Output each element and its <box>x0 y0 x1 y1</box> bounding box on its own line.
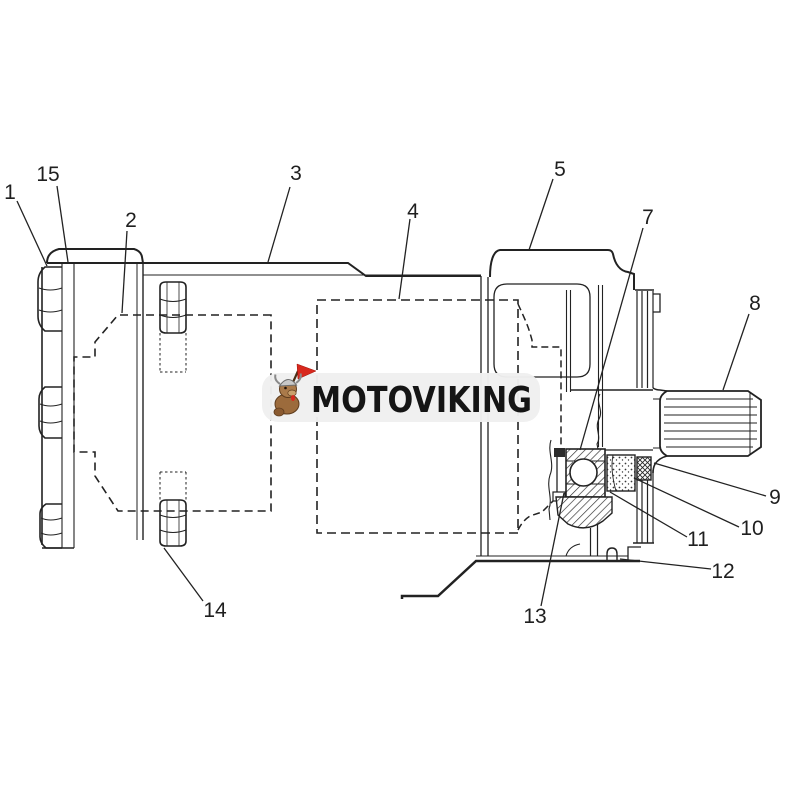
logo-dog-eye <box>284 386 287 390</box>
logo-dog-tongue <box>291 395 295 401</box>
flange-band-lower <box>636 470 654 543</box>
flange-bolt-bottom <box>39 503 63 549</box>
stud-nut-top-outline <box>159 281 187 334</box>
shaft-bore-lines-left <box>565 290 572 392</box>
foot-right-step <box>627 546 641 561</box>
stud-nut-bottom-corners <box>166 500 180 546</box>
foot-bottom-outline <box>400 559 640 599</box>
callout-12-label: 12 <box>711 560 734 583</box>
callout-1-label: 1 <box>4 181 16 204</box>
callout-4-leader <box>398 218 411 300</box>
watermark: MOTOVIKING <box>262 363 540 422</box>
callout-11-label: 11 <box>687 528 709 551</box>
callout-15-label: 15 <box>36 163 59 186</box>
foot-slot <box>606 547 618 561</box>
callout-leaders <box>16 178 767 607</box>
logo-helmet-horn-left <box>274 374 281 385</box>
callout-9-label: 9 <box>769 486 781 509</box>
callout-14-label: 14 <box>203 599 227 622</box>
seal-cage-curve <box>611 454 617 492</box>
callout-numbers: 1 2 3 4 5 7 8 9 10 11 12 13 14 15 <box>4 158 781 628</box>
logo-dog-leg <box>273 407 285 417</box>
callout-12-leader <box>619 558 712 570</box>
callout-10-leader <box>633 477 740 528</box>
logo-helmet <box>278 379 298 387</box>
watermark-pill <box>262 373 540 422</box>
callout-11-leader <box>609 491 688 538</box>
callout-4-label: 4 <box>407 200 419 223</box>
brand-text: MOTOVIKING <box>311 380 532 421</box>
section-break-wavy-right <box>596 393 602 450</box>
drive-shaft-spline <box>659 390 762 457</box>
bearing-retainer <box>555 496 613 529</box>
retainer-supports <box>589 524 599 556</box>
shaft-shoulder-top <box>652 387 668 392</box>
stud-nut-bottom-outline <box>159 499 187 547</box>
section-break-wavy-left <box>548 439 553 521</box>
callout-13-label: 13 <box>523 605 546 628</box>
callout-9-leader <box>653 462 767 497</box>
shaft-shoulder-bottom <box>652 455 668 474</box>
flange-bolt-top <box>37 266 63 332</box>
flange-bolt-middle-facets <box>39 403 63 424</box>
flange-band-tab <box>653 293 661 313</box>
seal-cage <box>606 454 636 492</box>
cartridge-dashed-outline <box>316 299 519 534</box>
flange-bolt-bottom-outline <box>39 503 62 549</box>
bearing-assembly <box>552 448 652 557</box>
callout-8-leader <box>722 313 750 391</box>
gear-chamber-dashed-contour <box>73 314 272 512</box>
spline-outline <box>659 390 762 457</box>
gear-housing <box>73 281 562 547</box>
flange-bolt-top-facets <box>38 287 63 313</box>
flange-bolt-top-outline <box>37 266 62 332</box>
flange-bolt-bottom-facets <box>40 517 63 536</box>
stud-nut-top <box>159 281 187 373</box>
callout-1-leader <box>16 200 48 267</box>
logo-dog-muzzle <box>287 389 297 397</box>
callout-5-leader <box>528 178 554 251</box>
stud-nut-top-corners <box>166 282 180 333</box>
stud-nut-bottom-facets <box>159 514 187 533</box>
flange-band-upper <box>636 291 654 388</box>
stud-boss-bottom <box>159 471 187 500</box>
bore-dashed-step-bottom <box>517 499 555 531</box>
callout-3-leader <box>267 186 291 263</box>
flange-bolt-middle-outline <box>38 386 62 439</box>
shaft-bore-lines-right <box>597 285 604 447</box>
bearing-snap-ring <box>554 448 565 457</box>
callout-8-label: 8 <box>749 292 761 315</box>
end-cap-outline <box>46 248 144 264</box>
cover-pocket-outline <box>493 283 591 378</box>
bore-dashed-step-top <box>517 303 562 448</box>
bearing-ball <box>569 458 598 487</box>
port-end-cover <box>37 248 481 549</box>
callout-7-label: 7 <box>642 206 654 229</box>
callout-10-label: 10 <box>740 517 763 540</box>
callout-15-leader <box>56 185 69 263</box>
callout-14-leader <box>163 547 204 602</box>
callout-3-label: 3 <box>290 162 302 185</box>
callout-2-leader <box>121 230 128 314</box>
flange-bolt-middle <box>38 386 63 439</box>
support-fillet <box>565 543 581 557</box>
logo-helmet-horn-right <box>295 373 302 384</box>
callout-13-leader <box>540 492 565 607</box>
callout-7-leader <box>579 227 644 451</box>
stud-boss-top <box>159 333 187 373</box>
drive-cover-top-outline <box>489 249 635 290</box>
shaft-neck-lines <box>653 398 660 449</box>
callout-5-label: 5 <box>554 158 566 181</box>
housing-top-edge <box>47 262 481 277</box>
callout-2-label: 2 <box>125 209 137 232</box>
spline-teeth-lines <box>664 398 757 448</box>
mounting-foot <box>400 546 641 599</box>
shaft-seal <box>636 456 652 481</box>
stud-nut-bottom <box>159 471 187 547</box>
brand-logo <box>273 363 317 417</box>
